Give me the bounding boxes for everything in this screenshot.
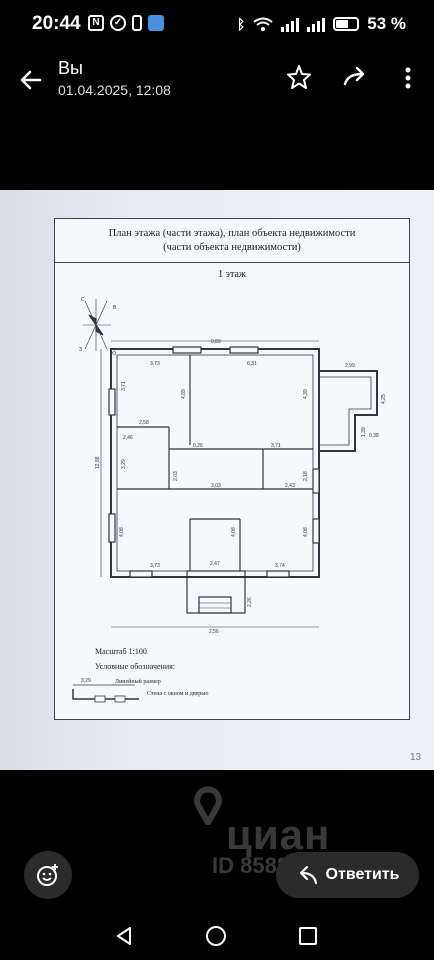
dim-label: 0,89 [211,339,221,345]
dim-label: 2,18 [303,471,309,481]
status-time: 20:44 [32,13,81,34]
emoji-icon [37,864,58,886]
dim-label: 4,08 [231,527,237,537]
dim-label: 2,58 [139,420,149,426]
signal-icon [281,17,300,32]
dim-label: 2,43 [285,483,295,489]
plan-title-line2: (части объекта недвижимости) [163,242,301,253]
location-pin-icon [194,786,222,825]
dim-label: 2,56 [209,629,219,635]
app-notification-icon [148,15,164,31]
dim-label: 4,39 [303,389,309,399]
dim-label: 2,47 [210,561,220,567]
dim-label: 3,74 [275,563,285,569]
document-image[interactable]: План этажа (части этажа), план объекта н… [0,190,434,770]
forward-button[interactable] [340,62,372,92]
more-options-button[interactable] [396,62,420,94]
compass-label-s: Ю [111,351,116,357]
wifi-icon [253,17,273,31]
bluetooth-icon: ᛒ [236,16,246,32]
dim-label: 0,38 [369,433,379,439]
back-button[interactable] [14,62,50,98]
reply-label: Ответить [325,866,400,883]
dim-label: 1,39 [361,427,367,437]
message-date: 01.04.2025, 12:08 [58,82,171,98]
sender-title: Вы [58,58,83,78]
status-notification-icons: N ✓ [88,15,164,31]
dim-label: 2,99 [345,363,355,369]
reply-arrow-icon [299,865,317,885]
battery-icon [333,17,360,31]
more-vert-icon [405,67,411,89]
dim-label: 6,31 [247,361,257,367]
sync-icon: ✓ [110,15,126,31]
sim-icon [132,15,142,31]
nav-back-icon[interactable] [114,926,134,946]
legend-linear: Линейный размер [115,679,161,685]
plan-header: План этажа (части этажа), план объекта н… [55,219,409,263]
watermark-brand: циан [226,811,331,858]
signal-2-icon [307,17,326,32]
battery-level: 53 % [367,14,406,33]
star-icon [287,65,311,89]
nav-home-icon[interactable] [206,926,226,946]
floor-plan-drawing: 0,89 2,99 3,73 6,31 3,71 4,89 4,39 4,25 … [72,297,387,703]
floor-plan-sheet: План этажа (части этажа), план объекта н… [54,218,410,720]
dim-label: 4,25 [381,394,387,404]
scale-label: Масштаб 1:100 [95,647,147,656]
notification-n-icon: N [88,15,104,31]
dim-label: 3,71 [121,381,127,391]
emoji-reaction-button[interactable] [24,851,72,899]
dim-label: 3,03 [211,483,221,489]
dim-label: 4,08 [303,527,309,537]
back-arrow-icon [20,70,42,90]
dim-label: 2,46 [123,435,133,441]
plan-title-line1: План этажа (части этажа), план объекта н… [108,228,356,239]
compass-label-w: З [79,347,82,353]
status-bar: 20:44 N ✓ ᛒ 53 % [0,0,434,50]
dim-label: 4,08 [119,527,125,537]
dim-label: 0,26 [193,443,203,449]
system-nav-bar [0,912,434,960]
reply-button[interactable]: Ответить [276,852,419,898]
dim-label: 12,88 [95,456,101,469]
floor-label: 1 этаж [218,269,246,280]
dim-label: 3,71 [271,443,281,449]
legend-title: Условные обозначения: [95,662,176,671]
dim-label: 3,73 [150,563,160,569]
dim-label: 4,89 [181,389,187,399]
dim-label: 3,73 [150,361,160,367]
share-icon [343,66,365,86]
legend-sample: 3,29 [81,678,91,684]
compass-label-e: В [113,305,117,311]
favorite-button[interactable] [284,62,314,92]
nav-recents-icon[interactable] [299,927,317,945]
legend-symbols [72,684,139,703]
dim-label: 2,03 [173,471,179,481]
page-mark: 13 [410,752,422,763]
app-bar: Вы 01.04.2025, 12:08 [0,50,434,110]
dim-label: 3,29 [121,459,127,469]
compass-rose-icon [83,299,111,351]
dim-label: 2,26 [247,597,253,607]
status-right: ᛒ 53 % [237,14,406,34]
legend-wall: Стена с окном и дверью [147,691,209,697]
compass-label-n: С [81,297,85,303]
